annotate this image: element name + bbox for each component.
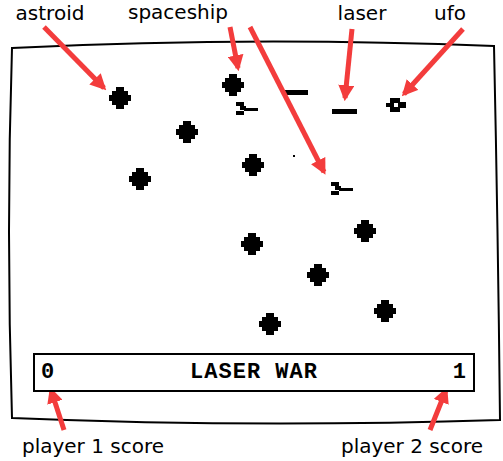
crt-outline: [9, 41, 500, 423]
callout-label: player 1 score: [22, 435, 164, 457]
game-title: LASER WAR: [190, 360, 318, 385]
callout-label: ufo: [434, 2, 466, 24]
callout-label: player 2 score: [341, 435, 483, 457]
pixel: [293, 155, 295, 157]
player-score: 0: [41, 360, 55, 385]
callout-label: laser: [338, 2, 387, 24]
callout-label: spaceship: [128, 1, 228, 23]
player-score: 1: [453, 360, 467, 385]
asteroids: [109, 74, 396, 335]
score-bar: 0 LASER WAR 1: [33, 353, 475, 392]
ufo: [386, 98, 406, 112]
callout-label: astroid: [16, 2, 85, 24]
